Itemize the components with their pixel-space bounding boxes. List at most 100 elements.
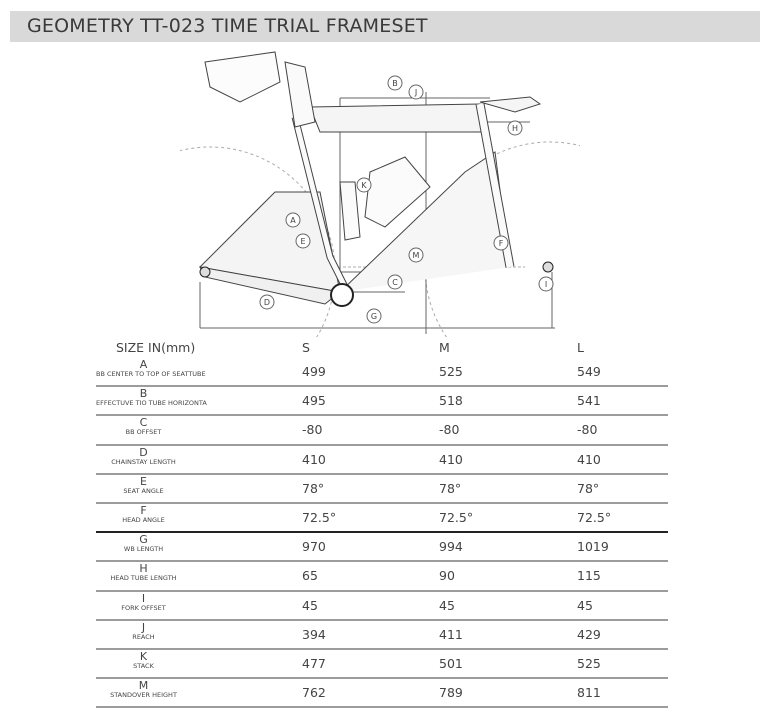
row-description: HEAD ANGLE <box>122 515 165 524</box>
label-m: M <box>408 247 424 263</box>
svg-text:H: H <box>512 124 518 133</box>
row-letter: B <box>139 387 148 401</box>
row-letter: E <box>140 474 147 488</box>
svg-text:A: A <box>290 216 296 225</box>
value-m: 90 <box>439 568 455 584</box>
label-e: E <box>295 233 311 249</box>
value-s: 394 <box>302 626 326 642</box>
svg-text:K: K <box>361 181 367 190</box>
row-description: BB CENTER TO TOP OF SEATTUBE <box>96 370 206 378</box>
row-description: FORK OFFSET <box>121 603 166 612</box>
svg-text:C: C <box>392 278 398 287</box>
svg-text:D: D <box>264 298 270 307</box>
table-header: SIZE IN(mm) S M L <box>96 338 668 358</box>
header-size: SIZE IN(mm) <box>116 340 196 355</box>
row-description: REACH <box>132 632 155 641</box>
value-l: 549 <box>577 364 601 379</box>
label-a: A <box>285 212 301 228</box>
row-letter: M <box>138 679 149 693</box>
label-d: D <box>259 294 275 310</box>
row-letter: H <box>139 562 148 576</box>
row-description: BB OFFSET <box>125 428 162 437</box>
value-s: 477 <box>302 655 326 671</box>
value-m: 525 <box>439 364 463 379</box>
row-description: EFFECTUVE TIO TUBE HORIZONTA <box>96 399 207 408</box>
value-m: 410 <box>439 451 463 467</box>
row-letter: K <box>139 649 148 663</box>
value-l: 811 <box>577 685 601 701</box>
value-m: 411 <box>439 626 463 642</box>
header-m: M <box>439 340 450 355</box>
value-s: 970 <box>302 539 326 555</box>
value-m: 994 <box>439 539 463 555</box>
value-s: 499 <box>302 364 326 379</box>
row-letter: J <box>141 620 146 634</box>
row-description: WB LENGTH <box>123 545 164 554</box>
row-letter: F <box>140 503 147 517</box>
svg-text:J: J <box>414 88 417 97</box>
title-bar: GEOMETRY TT-023 TIME TRIAL FRAMESET <box>10 11 760 42</box>
value-m: -80 <box>439 422 460 438</box>
row-description: HEAD TUBE LENGTH <box>110 574 177 583</box>
svg-text:M: M <box>413 251 420 260</box>
row-description: CHAINSTAY LENGTH <box>111 457 176 466</box>
label-i: I <box>538 276 554 292</box>
row-description: STACK <box>133 661 154 670</box>
value-s: -80 <box>302 422 323 438</box>
value-m: 78° <box>439 480 462 496</box>
value-m: 501 <box>439 655 463 671</box>
value-l: 78° <box>577 480 600 496</box>
svg-text:F: F <box>499 239 504 248</box>
value-l: 72.5° <box>577 509 612 525</box>
label-f: F <box>493 235 509 251</box>
frame-geometry-diagram: B J H K A E M F C I D G <box>180 51 580 337</box>
svg-text:G: G <box>371 312 377 321</box>
value-s: 78° <box>302 480 325 496</box>
row-letter: C <box>139 416 148 430</box>
label-c: C <box>387 274 403 290</box>
label-g: G <box>366 308 382 324</box>
row-description: STANDOVER HEIGHT <box>110 691 177 700</box>
value-l: -80 <box>577 422 598 438</box>
value-m: 518 <box>439 393 463 409</box>
value-m: 789 <box>439 685 463 701</box>
label-k: K <box>356 177 372 193</box>
value-l: 1019 <box>577 539 609 555</box>
header-s: S <box>302 340 310 355</box>
label-b: B <box>387 75 403 91</box>
row-letter: I <box>141 591 146 605</box>
header-l: L <box>577 340 584 355</box>
value-l: 115 <box>577 568 601 584</box>
value-l: 410 <box>577 451 601 467</box>
value-l: 541 <box>577 393 601 409</box>
value-s: 410 <box>302 451 326 467</box>
svg-text:B: B <box>392 79 398 88</box>
value-l: 45 <box>577 597 593 613</box>
svg-text:E: E <box>300 237 305 246</box>
page-title: GEOMETRY TT-023 TIME TRIAL FRAMESET <box>27 15 428 37</box>
value-s: 65 <box>302 568 318 584</box>
label-j: J <box>408 84 424 100</box>
row-letter: D <box>139 445 148 459</box>
row-letter: A <box>139 358 148 371</box>
value-l: 429 <box>577 626 601 642</box>
svg-text:I: I <box>545 280 547 289</box>
value-s: 495 <box>302 393 326 409</box>
value-s: 72.5° <box>302 509 337 525</box>
value-s: 45 <box>302 597 318 613</box>
value-l: 525 <box>577 655 601 671</box>
value-m: 72.5° <box>439 509 474 525</box>
